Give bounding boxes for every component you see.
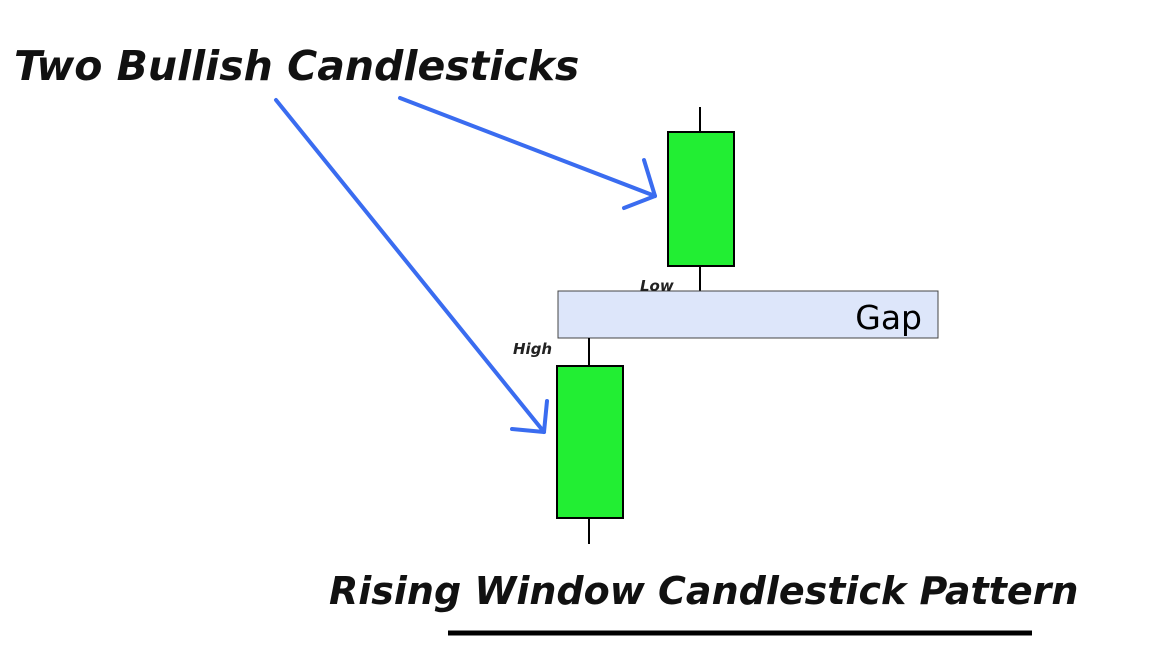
- gap-box: [557, 290, 939, 339]
- heading: Two Bullish Candlesticks: [14, 42, 579, 90]
- arrow-to-lower-candle: [274, 98, 549, 434]
- arrow-to-upper-candle: [398, 96, 657, 210]
- low-label: Low: [640, 277, 674, 295]
- lower-candle-body: [556, 365, 624, 519]
- lower-bullish-candle: [556, 338, 624, 544]
- footer-title: Rising Window Candlestick Pattern: [329, 569, 1078, 613]
- gap-label: Gap: [855, 298, 922, 337]
- upper-candle-body: [667, 131, 735, 267]
- upper-bullish-candle: [667, 107, 735, 291]
- high-label: High: [513, 340, 552, 358]
